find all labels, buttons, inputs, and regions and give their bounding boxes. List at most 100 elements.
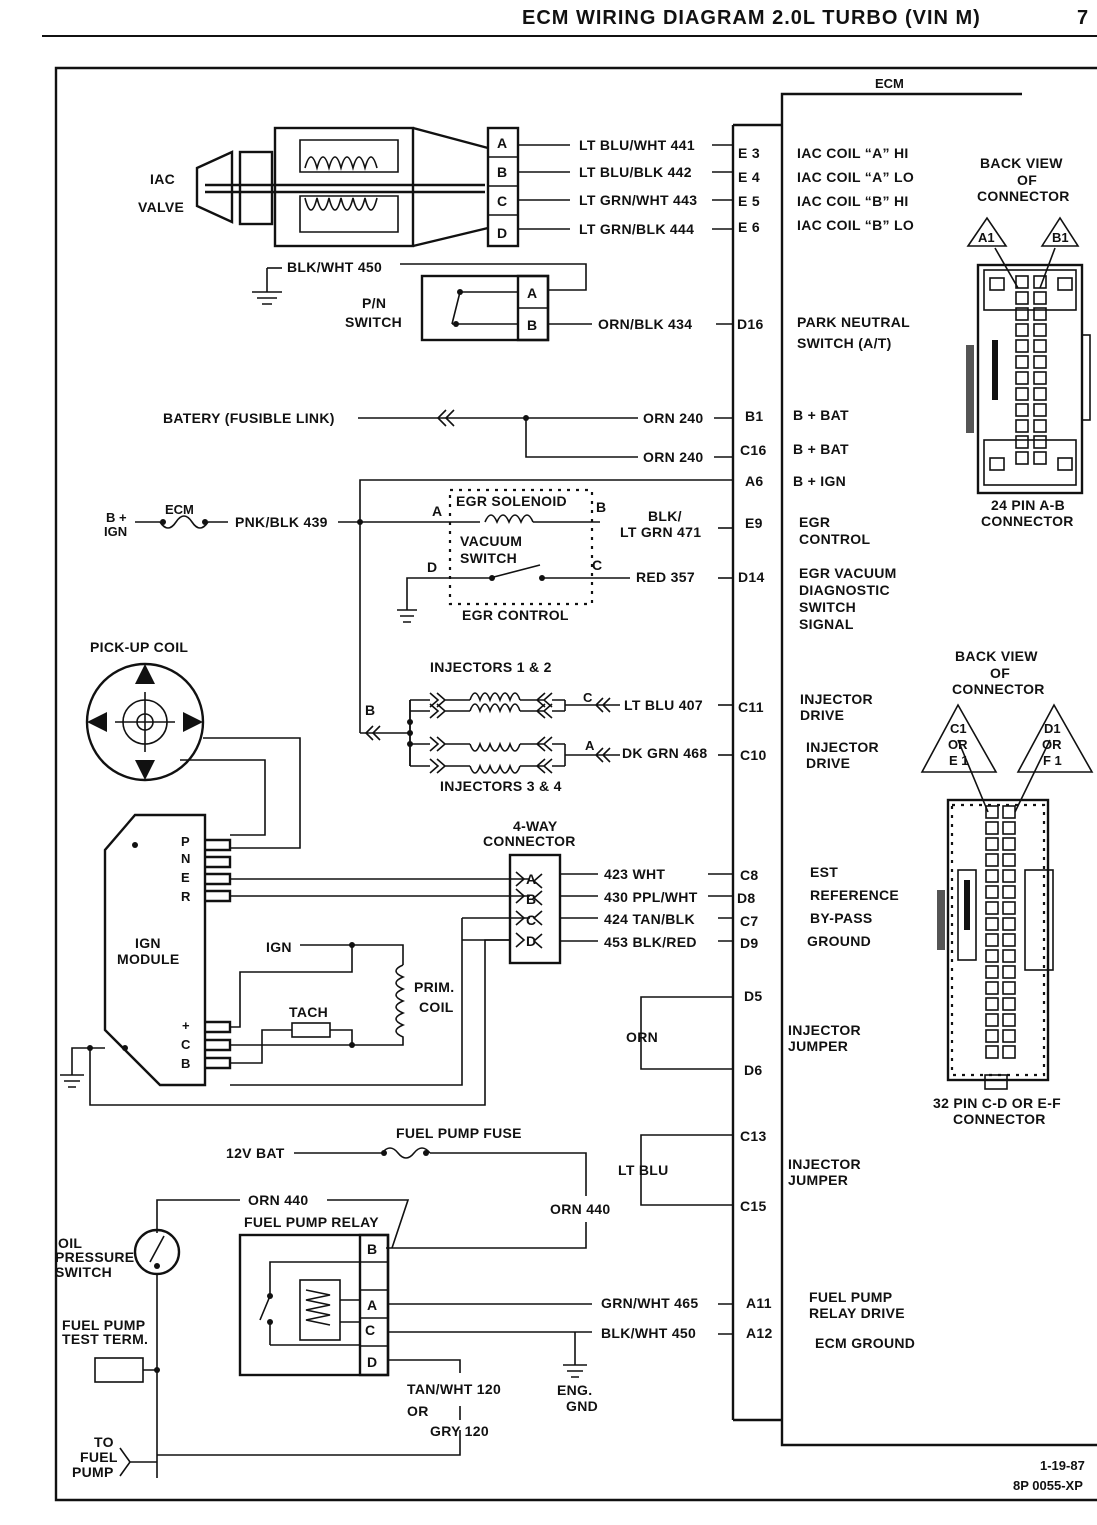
egr-bign-2: IGN bbox=[104, 524, 127, 539]
injectors: INJECTORS 1 & 2 INJECTORS 3 & 4 B C A LT… bbox=[360, 659, 879, 794]
ecm-pin-d9: D9 bbox=[740, 935, 759, 951]
iac-pin-a: A bbox=[497, 135, 507, 151]
injectors-pin-a: A bbox=[585, 738, 595, 753]
egr-fuse-label: ECM bbox=[165, 502, 194, 517]
iac-label: IAC bbox=[150, 171, 175, 187]
func-fuel-pump-relay-2: RELAY DRIVE bbox=[809, 1305, 905, 1321]
connector-32-pin: BACK VIEW OF CONNECTOR C1 OR E 1 D1 OR F… bbox=[920, 648, 1094, 1127]
pn-label-2: SWITCH bbox=[345, 314, 402, 330]
func-injector-drive-2-2: DRIVE bbox=[806, 755, 850, 771]
fuel-pump-fuse-label: FUEL PUMP FUSE bbox=[396, 1125, 522, 1141]
fuel-pump-bat: 12V BAT bbox=[226, 1145, 285, 1161]
iac-pin-d: D bbox=[497, 225, 507, 241]
iac-wire-444: LT GRN/BLK 444 bbox=[579, 221, 694, 237]
conn2-caption: 32 PIN C-D OR E-F bbox=[933, 1095, 1061, 1111]
conn2-tri-or-2: OR bbox=[1042, 737, 1062, 752]
footer: 1-19-87 8P 0055-XP bbox=[1013, 1458, 1085, 1493]
func-ecm-ground: ECM GROUND bbox=[815, 1335, 915, 1351]
battery-label: BATERY (FUSIBLE LINK) bbox=[163, 410, 335, 426]
ign-module-label: IGN bbox=[135, 935, 161, 951]
four-way-label: 4-WAY bbox=[513, 818, 558, 834]
egr-control: B + IGN ECM PNK/BLK 439 EGR SOLENOID A B… bbox=[104, 479, 896, 733]
relay-pin-d: D bbox=[367, 1354, 377, 1370]
egr-feed-wire: PNK/BLK 439 bbox=[235, 514, 328, 530]
footer-code: 8P 0055-XP bbox=[1013, 1478, 1083, 1493]
eng-gnd-label-2: GND bbox=[566, 1398, 598, 1414]
func-b-ign: B + IGN bbox=[793, 473, 846, 489]
func-egr-control-2: CONTROL bbox=[799, 531, 870, 547]
conn2-tri-c1: C1 bbox=[950, 721, 967, 736]
func-park-neutral-2: SWITCH (A/T) bbox=[797, 335, 892, 351]
egr-wire-357: RED 357 bbox=[636, 569, 695, 585]
func-b-bat-1: B + BAT bbox=[793, 407, 849, 423]
iac-wire-442: LT BLU/BLK 442 bbox=[579, 164, 692, 180]
four-way-pin-b: B bbox=[526, 891, 536, 907]
test-term-label: FUEL PUMP bbox=[62, 1317, 145, 1333]
fuel-pump-wire-gry120: GRY 120 bbox=[430, 1423, 489, 1439]
fuel-pump-orn440-top: ORN 440 bbox=[248, 1192, 308, 1208]
func-b-bat-2: B + BAT bbox=[793, 441, 849, 457]
ecm-pin-d14: D14 bbox=[738, 569, 765, 585]
ecm-pin-b1: B1 bbox=[745, 408, 764, 424]
func-fuel-pump-relay: FUEL PUMP bbox=[809, 1289, 892, 1305]
egr-vacuum-label-2: SWITCH bbox=[460, 550, 517, 566]
ecm-pin-e4: E 4 bbox=[738, 169, 760, 185]
relay-pin-a: A bbox=[367, 1297, 377, 1313]
ecm-box: ECM bbox=[731, 76, 1097, 1447]
fuel-pump-wire-465: GRN/WHT 465 bbox=[601, 1295, 698, 1311]
ecm-pin-d5: D5 bbox=[744, 988, 763, 1004]
func-by-pass: BY-PASS bbox=[810, 910, 873, 926]
battery-wire-240-a: ORN 240 bbox=[643, 410, 703, 426]
iac-connector: A B C D bbox=[486, 126, 520, 248]
footer-date: 1-19-87 bbox=[1040, 1458, 1085, 1473]
ecm-pin-c13: C13 bbox=[740, 1128, 767, 1144]
ecm-pin-c11: C11 bbox=[738, 699, 764, 715]
fuel-pump-orn440-right: ORN 440 bbox=[550, 1201, 610, 1217]
func-egr-vacuum-3: SWITCH bbox=[799, 599, 856, 615]
conn1-title: BACK VIEW bbox=[980, 155, 1063, 171]
page-number: 7 bbox=[1077, 7, 1089, 29]
relay-pin-c: C bbox=[365, 1322, 375, 1338]
conn2-tri-e1: E 1 bbox=[949, 753, 969, 768]
ecm-pin-a12: A12 bbox=[746, 1325, 773, 1341]
pn-wire-434: ORN/BLK 434 bbox=[598, 316, 692, 332]
conn2-title: BACK VIEW bbox=[955, 648, 1038, 664]
iac-pin-c: C bbox=[497, 193, 507, 209]
func-iac-b-hi: IAC COIL “B” HI bbox=[797, 193, 909, 209]
conn2-title-2: OF bbox=[990, 665, 1010, 681]
iac-wire-441: LT BLU/WHT 441 bbox=[579, 137, 695, 153]
four-way-wire-424: 424 TAN/BLK bbox=[604, 911, 695, 927]
relay-pin-b: B bbox=[367, 1241, 377, 1257]
func-jumper-1-2: JUMPER bbox=[788, 1038, 848, 1054]
func-reference: REFERENCE bbox=[810, 887, 899, 903]
coil-ign-label: IGN bbox=[266, 939, 292, 955]
egr-box-label: EGR CONTROL bbox=[462, 607, 569, 623]
four-way-pin-a: A bbox=[526, 871, 536, 887]
battery-feed: BATERY (FUSIBLE LINK) ORN 240 ORN 240 B1… bbox=[163, 407, 849, 489]
four-way-pin-c: C bbox=[526, 912, 536, 928]
four-way-wire-430: 430 PPL/WHT bbox=[604, 889, 698, 905]
ecm-pin-e9: E9 bbox=[745, 515, 763, 531]
iac-pin-b: B bbox=[497, 164, 507, 180]
conn1-title-3: CONNECTOR bbox=[977, 188, 1070, 204]
four-way-wire-453: 453 BLK/RED bbox=[604, 934, 697, 950]
ign-pin-r: R bbox=[181, 889, 191, 904]
ign-module-label-2: MODULE bbox=[117, 951, 179, 967]
four-way-connector: 4-WAY CONNECTOR A B C D 423 WHT 430 PPL/… bbox=[230, 818, 899, 1086]
ecm-pin-c15: C15 bbox=[740, 1198, 767, 1214]
injectors-bottom-label: INJECTORS 3 & 4 bbox=[440, 778, 562, 794]
fuel-pump-wire-450: BLK/WHT 450 bbox=[601, 1325, 696, 1341]
func-est: EST bbox=[810, 864, 838, 880]
conn1-caption-2: CONNECTOR bbox=[981, 513, 1074, 529]
ecm-pin-e3: E 3 bbox=[738, 145, 760, 161]
func-egr-vacuum-4: SIGNAL bbox=[799, 616, 854, 632]
ign-pin-b: B bbox=[181, 1056, 190, 1071]
ecm-pin-d6: D6 bbox=[744, 1062, 763, 1078]
oil-pressure-label-3: SWITCH bbox=[55, 1264, 112, 1280]
fuel-pump-relay-label: FUEL PUMP RELAY bbox=[244, 1214, 379, 1230]
func-injector-drive-1: INJECTOR bbox=[800, 691, 873, 707]
jumper1-wire: ORN bbox=[626, 1029, 658, 1045]
conn2-caption-2: CONNECTOR bbox=[953, 1111, 1046, 1127]
jumper2-wire: LT BLU bbox=[618, 1162, 669, 1178]
